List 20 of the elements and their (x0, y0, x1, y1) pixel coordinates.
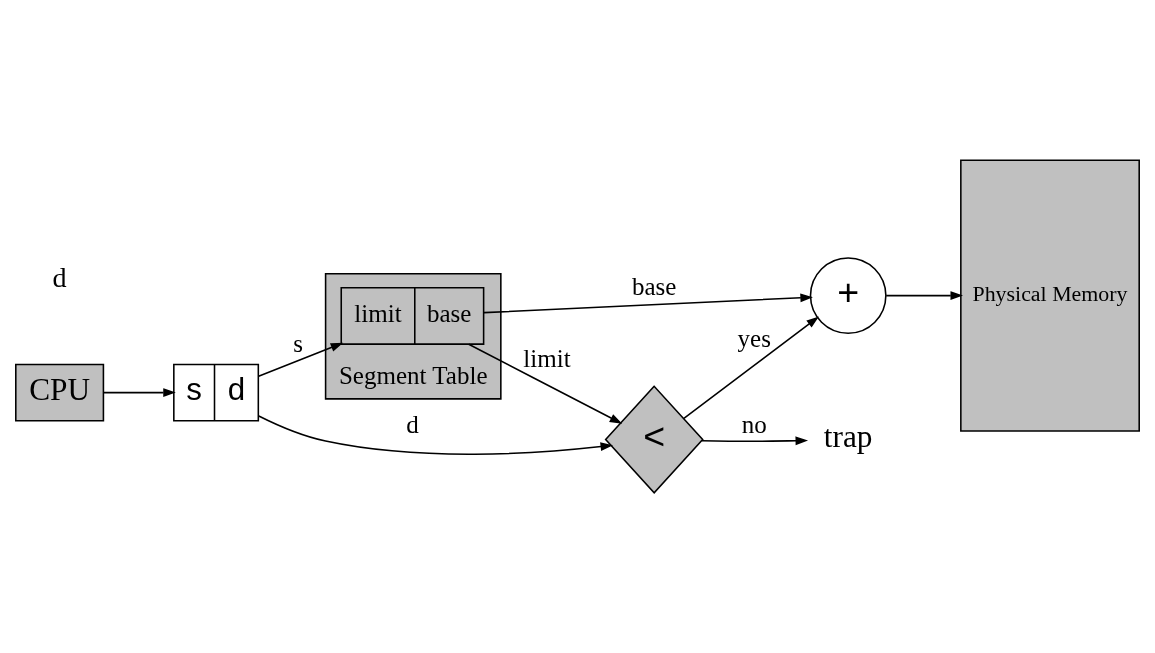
arrow (102, 388, 176, 397)
edge-label: yes (737, 324, 771, 352)
node-box: Physical Memory (960, 159, 1140, 432)
arrow (467, 343, 623, 424)
arrow (258, 415, 614, 455)
arrow (483, 293, 813, 314)
arrow (257, 342, 344, 378)
arrow (701, 436, 809, 446)
label: d (52, 261, 67, 293)
arrow (683, 316, 819, 420)
arrow (885, 291, 963, 300)
edge-label: no (741, 410, 767, 438)
node-diamond: < (604, 385, 704, 494)
edge-label: s (293, 329, 304, 357)
node-text: trap (823, 419, 873, 455)
edge-label: limit (523, 345, 571, 373)
node-circle: + (809, 257, 887, 335)
node-box: CPU (15, 363, 105, 422)
edge-label: d (406, 410, 419, 438)
edge-label: base (631, 273, 677, 301)
